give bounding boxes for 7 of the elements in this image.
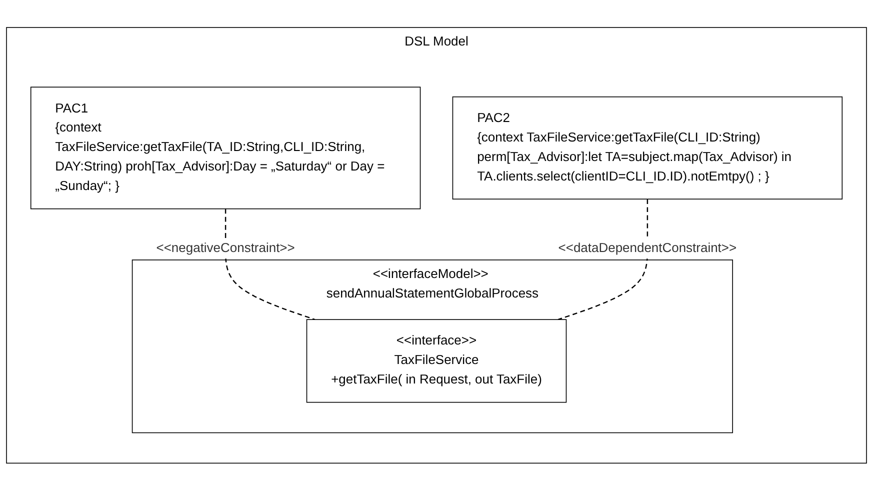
edge-label: <<dataDependentConstraint>>: [558, 242, 737, 256]
connector: [224, 209, 316, 320]
connector: [558, 199, 648, 320]
edge-label: <<negativeConstraint>>: [156, 242, 295, 256]
node-box: <<interface>> TaxFileService +getTaxFile( in Request, out TaxFile): [306, 319, 567, 403]
node-box: PAC2 {context TaxFileService:getTaxFile(CLI_ID:String) perm[Tax_Advisor]:let TA=subject.map(Tax_Advisor) in TA.clients.select(clientID=CLI_ID.ID).notEmtpy() ; }: [452, 96, 843, 200]
node-box: PAC1 {context TaxFileService:getTaxFile(TA_ID:String,CLI_ID:String, DAY:String) proh[Tax_Advisor]:Day = „Saturday“ or Day = „Sunday“; }: [30, 86, 421, 210]
